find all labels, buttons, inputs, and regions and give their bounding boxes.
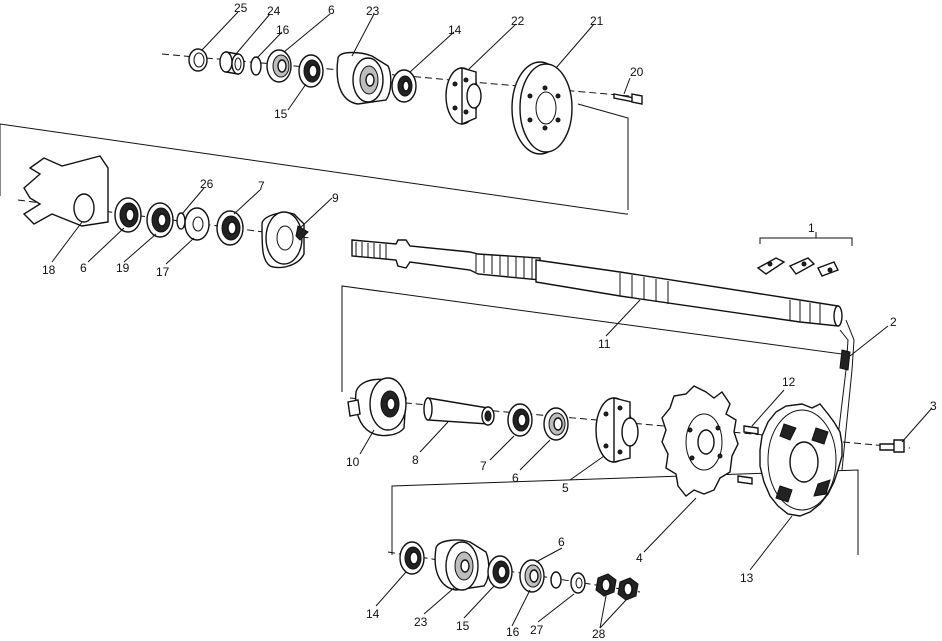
callout-15-top: 15 — [274, 107, 288, 121]
part-25-ring — [188, 48, 208, 72]
frame-line-bottom — [391, 469, 859, 555]
part-22-hub — [445, 67, 482, 126]
callout-27: 27 — [530, 623, 544, 637]
part-16-oring — [250, 56, 262, 76]
part-23-housing-top — [336, 51, 392, 105]
part-20-bolt — [613, 93, 643, 105]
callout-8: 8 — [412, 453, 419, 467]
part-27-washer — [570, 572, 586, 594]
part-3-bolt — [879, 439, 905, 453]
part-15-bearing-bottom — [487, 555, 513, 589]
part-21-brake-disc — [511, 61, 573, 155]
callout-23-top: 23 — [366, 4, 380, 18]
callout-25: 25 — [234, 1, 248, 15]
part-8-spacer-tube — [423, 397, 495, 426]
callout-16-top: 16 — [276, 23, 290, 37]
part-18-bracket — [22, 155, 109, 227]
callout-21: 21 — [590, 14, 604, 28]
callout-4: 4 — [636, 551, 643, 565]
part-7-seal-left — [216, 210, 244, 246]
callout-13: 13 — [740, 571, 754, 585]
part-12-studs — [737, 425, 759, 485]
callout-11: 11 — [598, 337, 611, 351]
part-26-ring — [176, 212, 186, 230]
part-9-carrier — [261, 211, 309, 269]
callout-26: 26 — [200, 177, 214, 191]
callout-12: 12 — [782, 375, 796, 389]
callout-labels: 25 24 16 6 23 14 22 21 20 15 26 7 9 18 6… — [42, 1, 937, 641]
part-11-axle — [351, 239, 843, 327]
part-6-bearing-lower — [543, 407, 569, 441]
part-16-oring-bottom — [550, 571, 562, 589]
callout-1: 1 — [808, 221, 815, 235]
leader-lines — [51, 11, 933, 629]
callout-9: 9 — [332, 191, 339, 205]
part-6-bearing-bottom — [519, 559, 545, 593]
callout-7-left: 7 — [258, 179, 265, 193]
part-24-spacer — [219, 51, 245, 75]
callout-18: 18 — [42, 263, 56, 277]
callout-3: 3 — [930, 399, 937, 413]
part-10-housing — [347, 377, 407, 437]
callout-14-top: 14 — [448, 23, 462, 37]
callout-6-left: 6 — [80, 261, 87, 275]
part-14-seal-bottom — [399, 541, 425, 575]
callout-6-bottom: 6 — [558, 535, 565, 549]
part-15-bearing-top — [298, 54, 324, 88]
callout-22: 22 — [511, 14, 525, 28]
part-7-seal-lower — [507, 403, 533, 437]
part-14-seal-top — [391, 69, 417, 103]
frame-line-top-right — [577, 103, 629, 210]
callout-19: 19 — [116, 261, 130, 275]
part-13-large-sprocket — [759, 403, 843, 517]
callout-6-top: 6 — [328, 3, 335, 17]
callout-28: 28 — [592, 627, 606, 641]
callout-23-bottom: 23 — [414, 615, 428, 629]
callout-24: 24 — [267, 4, 281, 18]
part-1-chain-link — [756, 237, 853, 277]
part-23-housing-bottom — [434, 539, 490, 591]
part-5-flange-hub — [595, 397, 639, 463]
part-2-chain — [833, 319, 855, 471]
callout-10: 10 — [346, 455, 360, 469]
callout-16-bottom: 16 — [506, 625, 520, 639]
center-lines — [17, 53, 911, 593]
part-17-spacer — [184, 207, 210, 241]
part-19-bearing — [146, 202, 174, 238]
part-4-small-sprocket — [661, 385, 739, 497]
reference-frames — [0, 103, 859, 555]
callout-20: 20 — [630, 65, 644, 79]
part-28-nuts — [595, 573, 639, 601]
part-6-bearing-left — [114, 197, 142, 233]
callout-6-lower: 6 — [512, 471, 519, 485]
callout-17: 17 — [156, 265, 170, 279]
callout-5-lower: 5 — [562, 481, 569, 495]
callout-2: 2 — [890, 315, 897, 329]
callout-15-bottom: 15 — [456, 619, 470, 633]
callout-14-bottom: 14 — [366, 607, 380, 621]
part-6-bearing-top — [266, 49, 292, 83]
frame-line-top — [0, 123, 628, 215]
callout-7-lower: 7 — [480, 459, 487, 473]
